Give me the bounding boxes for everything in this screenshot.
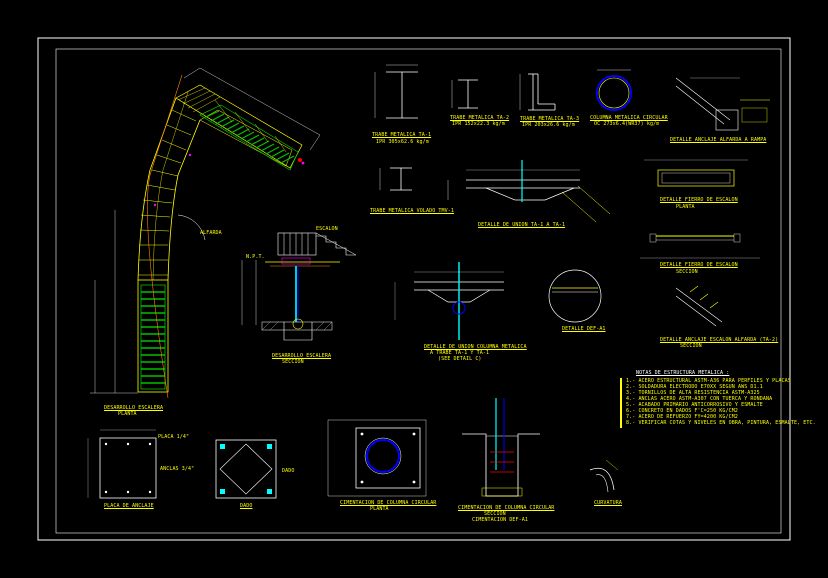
label-pedestal: DADO	[240, 503, 253, 509]
note-item: 2.- SOLDADURA ELECTRODO E70XX SEGUN AWS …	[626, 384, 763, 390]
label-foundation-plan: CIMENTACION DE COLUMNA CIRCULAR	[340, 500, 437, 506]
label-ta1-title: TRABE METALICA TA-1	[372, 132, 432, 138]
label-def-a1: DETALLE DEF-A1	[562, 326, 606, 332]
label-ta3-spec: IPR 203x26.6 kg/m	[522, 122, 575, 128]
detail-step-section	[640, 233, 760, 259]
detail-union-column	[394, 262, 504, 340]
detail-union-ta1	[447, 160, 611, 223]
label-stair-section-sub: SECCION	[282, 359, 304, 365]
profile-ta1	[374, 64, 418, 119]
note-item: 8.- VERIFICAR COTAS Y NIVELES EN OBRA, P…	[626, 420, 816, 426]
label-union-column-1: DETALLE DE UNION COLUMNA METALICA	[424, 344, 527, 350]
detail-step-anchor	[675, 285, 723, 327]
label-ta2-spec: IPR 152x22.3 kg/m	[452, 121, 505, 127]
profile-column	[596, 69, 632, 111]
label-step-plan-sub: PLANTA	[676, 204, 695, 210]
curvature-detail	[589, 459, 619, 493]
label-column-title: COLUMNA METALICA CIRCULAR	[590, 115, 668, 121]
label-step-plan: DETALLE FIERRO DE ESCALON	[660, 197, 738, 203]
notes-title: NOTAS DE ESTRUCTURA METALICA :	[636, 370, 730, 376]
notes-block	[620, 378, 622, 428]
label-stair-plan: DESARROLLO ESCALERA	[104, 405, 164, 411]
label-stair-plan-sub: PLANTA	[118, 411, 137, 417]
label-tmv1-title: TRABE METALICA VOLADO TMV-1	[370, 208, 454, 214]
label-column-spec: OC 273x6.4(WR37) kg/m	[594, 121, 660, 127]
callout-anclas: ANCLAS 3/4"	[160, 466, 195, 472]
callout-dado: DADO	[282, 468, 295, 474]
label-ta2-title: TRABE METALICA TA-2	[450, 115, 510, 121]
label-step-section: DETALLE FIERRO DE ESCALON	[660, 262, 738, 268]
callout-escalon: ESCALON	[316, 226, 338, 232]
stair-section	[241, 232, 357, 341]
inner-border	[55, 48, 782, 534]
pedestal	[215, 439, 277, 499]
foundation-section	[462, 398, 540, 497]
label-union-column-3: (SEE DETAIL C)	[438, 356, 482, 362]
profile-ta3	[519, 73, 556, 111]
label-ta3-title: TRABE METALICA TA-3	[520, 116, 580, 122]
note-item: 3.- TORNILLOS DE ALTA RESISTENCIA ASTM-A…	[626, 390, 760, 396]
profile-ta2	[451, 79, 478, 109]
label-step-anchor-sub: SECCION	[680, 343, 702, 349]
label-ta1-spec: IPR 305x62.6 kg/m	[376, 139, 429, 145]
note-item: 4.- ANCLAS ACERO ASTM-A307 CON TUERCA Y …	[626, 396, 773, 402]
anchor-plate	[87, 429, 157, 499]
label-curvature: CURVATURA	[594, 500, 622, 506]
note-item: 1.- ACERO ESTRUCTURAL ASTM-A36 PARA PERF…	[626, 378, 791, 384]
stair-plan	[90, 67, 321, 399]
label-anchor-ramp: DETALLE ANCLAJE ALFARDA A RAMPA	[670, 137, 767, 143]
note-item: 7.- ACERO DE REFUERZO FY=4200 KG/CM2	[626, 414, 738, 420]
notes-list: 1.- ACERO ESTRUCTURAL ASTM-A36 PARA PERF…	[618, 368, 816, 430]
outer-border	[37, 37, 791, 541]
foundation-plan	[327, 419, 427, 497]
label-step-anchor: DETALLE ANCLAJE ESCALON ALFARDA (TA-2)	[660, 337, 779, 343]
detail-step-plan	[644, 159, 748, 187]
label-foundation-section-sub: SECCION	[484, 511, 506, 517]
callout-npt: N.P.T.	[246, 254, 265, 260]
note-item: 5.- ACABADO PRIMARIO ANTICORROSIVO Y ESM…	[626, 402, 763, 408]
detail-def-a1	[548, 269, 602, 323]
label-foundation-section-sub2: CIMENTACION DEF-A1	[472, 517, 528, 523]
label-anchor-plate: PLACA DE ANCLAJE	[104, 503, 154, 509]
label-union-ta1: DETALLE DE UNION TA-1 A TA-1	[478, 222, 566, 228]
label-step-section-sub: SECCION	[676, 269, 698, 275]
profile-tmv1	[379, 167, 412, 191]
label-foundation-section: CIMENTACION DE COLUMNA CIRCULAR	[458, 505, 555, 511]
note-item: 6.- CONCRETO EN DADOS F'C=250 KG/CM2	[626, 408, 738, 414]
label-foundation-plan-sub: PLANTA	[370, 506, 389, 512]
label-stair-section: DESARROLLO ESCALERA	[272, 353, 332, 359]
label-union-column-2: A TRABE TA-1 Y TA-1	[430, 350, 490, 356]
callout-alfarda: ALFARDA	[200, 230, 222, 236]
callout-placa: PLACA 1/4"	[158, 434, 190, 440]
detail-anchor-ramp	[675, 77, 770, 131]
